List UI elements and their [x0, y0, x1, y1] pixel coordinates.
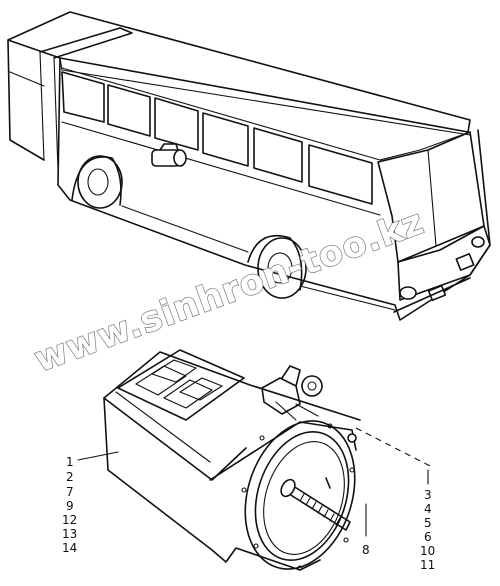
callout-11: 11 — [420, 558, 435, 572]
headlight-left — [399, 286, 417, 300]
callouts-right: 3 4 5 6 10 11 — [420, 488, 435, 572]
bus-rear-body — [7, 39, 45, 161]
clutch-bell-housing — [209, 420, 357, 571]
input-shaft — [280, 477, 351, 531]
callout-2: 2 — [66, 470, 74, 484]
callout-9: 9 — [66, 499, 74, 513]
callouts-left: 1 2 7 9 12 13 14 — [62, 455, 77, 555]
callout-3: 3 — [424, 488, 432, 502]
callout-1: 1 — [66, 455, 74, 469]
leader-left — [77, 451, 119, 461]
callout-6: 6 — [424, 530, 432, 544]
gearbox-housing-top-edge — [103, 351, 361, 421]
bus-mounted-unit — [151, 143, 187, 167]
bus-windshield — [377, 131, 485, 263]
bus-roof — [7, 11, 471, 133]
callout-8: 8 — [362, 543, 370, 557]
bus-side-windows — [61, 71, 373, 205]
bus-front-wheel — [247, 234, 307, 299]
gearbox-top-cover — [117, 349, 245, 421]
callout-10: 10 — [420, 544, 435, 558]
callout-7: 7 — [66, 485, 74, 499]
callout-12: 12 — [62, 513, 77, 527]
callout-5: 5 — [424, 516, 432, 530]
bus-joint — [39, 27, 133, 59]
callout-4: 4 — [424, 502, 432, 516]
gear-shift-mechanism — [261, 365, 323, 421]
callout-14: 14 — [62, 541, 77, 555]
bus-rear-wheel — [71, 155, 123, 209]
leader-dashed — [355, 427, 431, 467]
headlight-right — [471, 236, 485, 248]
gearbox-assembly — [77, 349, 431, 571]
watermark-text: www.sinhron-too.kz — [29, 202, 429, 380]
callout-13: 13 — [62, 527, 77, 541]
bus-illustration — [7, 11, 491, 321]
